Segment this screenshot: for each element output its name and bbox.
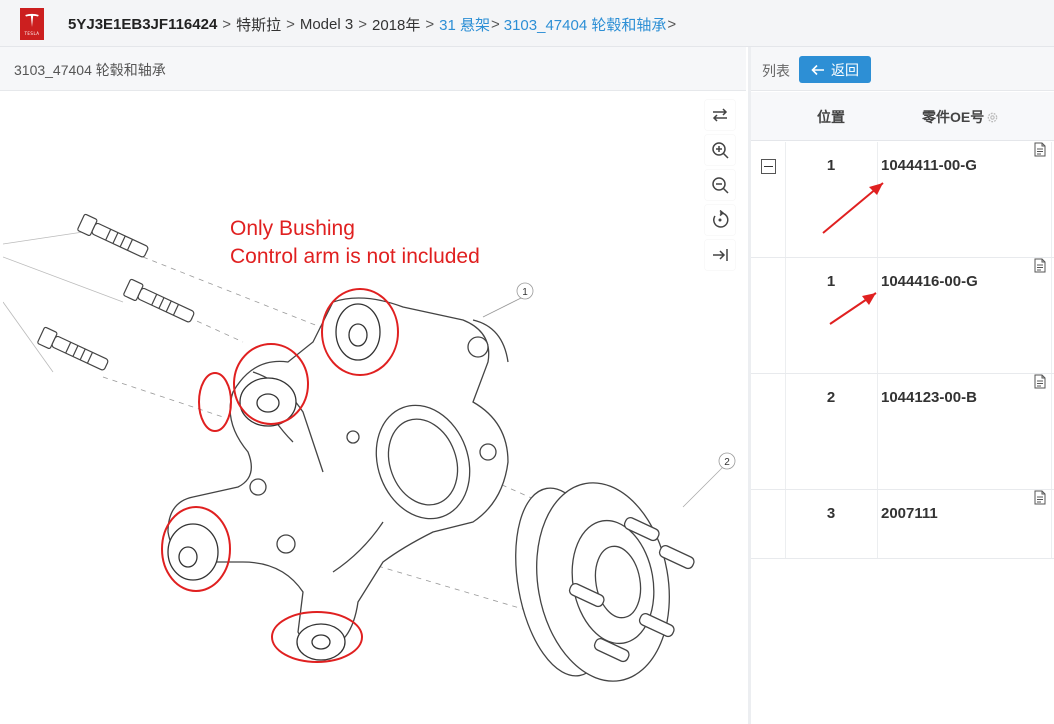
diagram-toolbar xyxy=(705,100,735,270)
breadcrumb-separator: > xyxy=(667,16,677,33)
table-row[interactable]: 1 1044416-00-G xyxy=(751,258,1054,374)
breadcrumb-subgroup[interactable]: 3103_47404 轮毂和轴承 xyxy=(503,17,667,34)
breadcrumb: 5YJ3E1EB3JF116424 > 特斯拉 > Model 3 > 2018… xyxy=(68,14,680,35)
red-arrow-icon xyxy=(822,182,884,234)
callout-label-1: 1 xyxy=(522,287,528,298)
diagram-header: 3103_47404 轮毂和轴承 xyxy=(0,47,746,91)
parts-list-header: 列表 返回 xyxy=(751,47,1054,91)
panel-divider[interactable] xyxy=(748,47,751,724)
list-label: 列表 xyxy=(762,63,790,79)
reset-view-button[interactable] xyxy=(705,205,735,235)
column-header-oe: 零件OE号 xyxy=(922,107,999,127)
breadcrumb-year[interactable]: 2018年 xyxy=(371,17,421,34)
reset-icon xyxy=(713,210,729,228)
breadcrumb-separator: > xyxy=(425,16,435,33)
row-position: 3 xyxy=(826,505,836,522)
gear-icon[interactable] xyxy=(986,111,999,124)
diagram-title: 3103_47404 轮毂和轴承 xyxy=(14,62,166,78)
document-icon[interactable] xyxy=(1034,374,1046,389)
row-oe-number[interactable]: 1044416-00-G xyxy=(881,273,978,290)
back-button-label: 返回 xyxy=(831,61,859,78)
collapse-panel-button[interactable] xyxy=(705,240,735,270)
collapse-panel-icon xyxy=(713,249,728,261)
column-header-oe-label: 零件OE号 xyxy=(922,109,985,125)
tesla-t-icon xyxy=(25,13,39,27)
zoom-out-icon xyxy=(712,177,729,194)
row-position: 1 xyxy=(826,157,836,174)
parts-table-header: 位置 零件OE号 xyxy=(751,92,1054,141)
document-icon[interactable] xyxy=(1034,490,1046,505)
row-oe-number[interactable]: 2007111 xyxy=(881,505,938,522)
red-arrow-icon xyxy=(829,292,877,325)
breadcrumb-separator: > xyxy=(222,16,232,33)
breadcrumb-brand[interactable]: 特斯拉 xyxy=(236,17,282,34)
breadcrumb-group[interactable]: 31 悬架 xyxy=(439,17,490,34)
annotation-line-2: Control arm is not included xyxy=(230,245,480,268)
logo-text: TESLA xyxy=(24,31,40,36)
highlight-markers xyxy=(161,288,399,663)
zoom-out-button[interactable] xyxy=(705,170,735,200)
swap-button[interactable] xyxy=(705,100,735,130)
row-position: 1 xyxy=(826,273,836,290)
zoom-in-icon xyxy=(712,142,729,159)
parts-table-body: 1 1044411-00-G 1 1044416-00-G 2 1044123-… xyxy=(751,142,1054,559)
wheel-hub-drawing xyxy=(515,466,724,682)
table-row[interactable]: 3 2007111 xyxy=(751,490,1054,559)
breadcrumb-model[interactable]: Model 3 xyxy=(299,16,354,33)
table-row[interactable]: 2 1044123-00-B xyxy=(751,374,1054,490)
swap-icon xyxy=(712,108,728,122)
top-bar: TESLA 5YJ3E1EB3JF116424 > 特斯拉 > Model 3 … xyxy=(0,0,1054,47)
annotation-line-1: Only Bushing xyxy=(230,217,355,240)
parts-diagram[interactable]: 1 2 Only Bushing Control arm is not incl… xyxy=(3,92,745,724)
breadcrumb-separator: > xyxy=(358,16,367,33)
breadcrumb-vin: 5YJ3E1EB3JF116424 xyxy=(68,16,218,33)
back-button[interactable]: 返回 xyxy=(799,56,871,83)
row-oe-number[interactable]: 1044411-00-G xyxy=(881,157,977,174)
column-header-position: 位置 xyxy=(817,109,845,125)
steering-knuckle-drawing xyxy=(167,297,509,649)
callout-label-2: 2 xyxy=(724,457,730,468)
document-icon[interactable] xyxy=(1034,142,1046,157)
breadcrumb-separator: > xyxy=(490,16,500,33)
breadcrumb-separator: > xyxy=(286,16,295,33)
document-icon[interactable] xyxy=(1034,258,1046,273)
collapse-toggle[interactable] xyxy=(761,159,776,174)
row-oe-number[interactable]: 1044123-00-B xyxy=(881,389,977,406)
table-row[interactable]: 1 1044411-00-G xyxy=(751,142,1054,258)
zoom-in-button[interactable] xyxy=(705,135,735,165)
tesla-logo[interactable]: TESLA xyxy=(20,8,44,40)
exploded-view-drawing: 1 2 Only Bushing Control arm is not incl… xyxy=(3,213,736,682)
arrow-left-icon xyxy=(811,64,824,75)
row-position: 2 xyxy=(826,389,836,406)
